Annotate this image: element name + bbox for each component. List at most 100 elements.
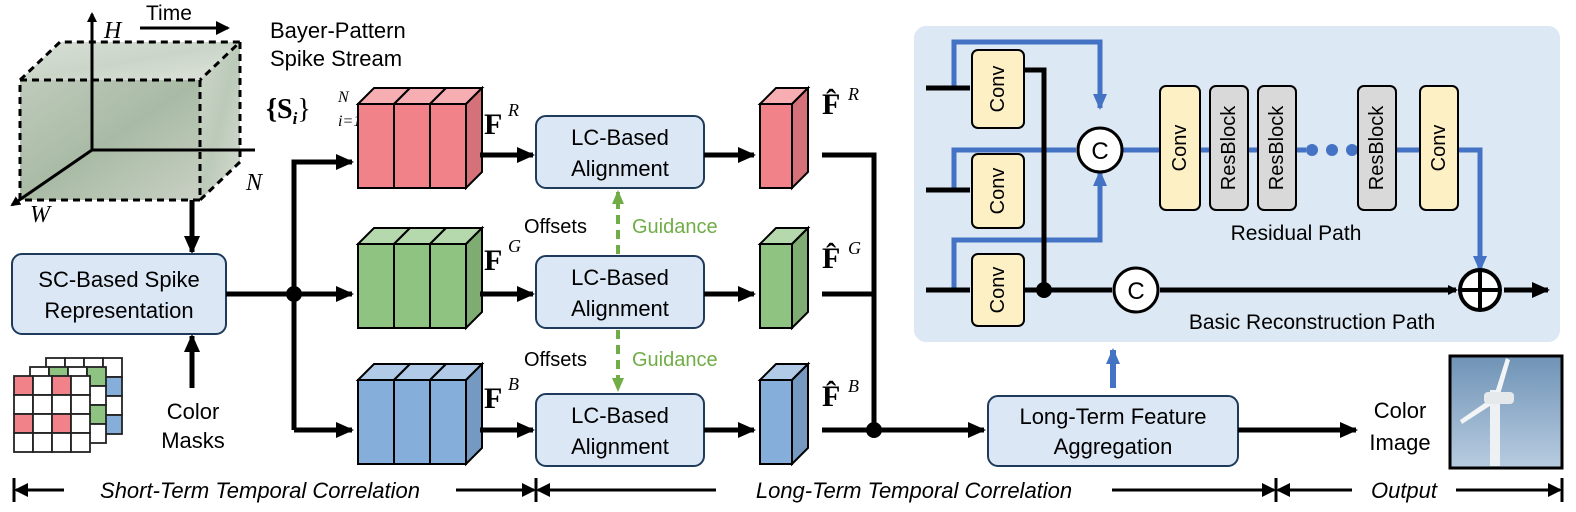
resblock-1-label: ResBlock [1218, 105, 1240, 190]
aligned-b: F̂ [822, 380, 840, 413]
residual-dots [1306, 144, 1358, 156]
resblock-2-label: ResBlock [1266, 105, 1288, 190]
aligned-label-r: F̂ R [822, 84, 859, 121]
sum-node [1458, 268, 1502, 312]
output-line1: Color [1374, 398, 1427, 423]
concat-basic: C [1112, 266, 1160, 314]
aggregation-line2: Aggregation [1054, 434, 1173, 459]
feature-r: F [484, 108, 502, 141]
color-image-thumbnail [1448, 354, 1564, 470]
axis-time-label: Time [146, 2, 192, 25]
alignment-g-line2: Alignment [571, 296, 669, 321]
spike-stream-title-line1: Bayer-Pattern [270, 18, 406, 43]
feature-b: F [484, 382, 502, 415]
svg-text:{Si}: {Si} [266, 94, 311, 128]
feature-block-b [355, 361, 485, 467]
concat-basic-label: C [1127, 278, 1144, 305]
resblock-2: ResBlock [1257, 85, 1297, 211]
formula-sup: N [337, 89, 350, 106]
residual-conv-out-label: Conv [1428, 125, 1450, 172]
input-conv-2-label: Conv [987, 168, 1009, 215]
alignment-r-line1: LC-Based [571, 125, 669, 150]
merge-node [866, 422, 882, 438]
aligned-g: F̂ [822, 242, 840, 275]
feature-block-r [355, 85, 485, 191]
stage-short-term: Short-Term Temporal Correlation [100, 478, 420, 503]
concat-residual: C [1076, 126, 1124, 174]
resblock-1: ResBlock [1209, 85, 1249, 211]
feature-to-alignment-arrows [480, 147, 535, 438]
feature-b-sup: B [508, 374, 519, 394]
input-conv-3: Conv [971, 253, 1025, 327]
aligned-b-sup: B [848, 376, 859, 396]
aligned-label-b: F̂ B [822, 376, 859, 413]
sc-representation-box: SC-Based Spike Representation [11, 253, 227, 335]
input-conv-1: Conv [971, 49, 1025, 129]
alignment-box-g: LC-Based Alignment [535, 255, 705, 329]
formula-sub: i [293, 109, 298, 128]
formula-close: } [297, 94, 310, 125]
stage-output: Output [1371, 478, 1438, 503]
formula-base: {S [266, 94, 293, 125]
aligned-r-sup: R [847, 84, 859, 104]
offsets-label-bottom: Offsets [524, 349, 587, 371]
merge-lines [822, 152, 986, 438]
alignment-box-b: LC-Based Alignment [535, 393, 705, 467]
aggregation-line1: Long-Term Feature [1019, 404, 1206, 429]
aligned-g-sup: G [848, 238, 861, 258]
basic-path-node [1036, 282, 1052, 298]
resblock-n-label: ResBlock [1366, 105, 1388, 190]
input-conv-3-label: Conv [987, 267, 1009, 314]
axis-w-label: W [30, 202, 52, 228]
alignment-r-line2: Alignment [571, 156, 669, 181]
aligned-label-g: F̂ G [822, 238, 861, 275]
input-conv-1-label: Conv [987, 66, 1009, 113]
axis-n-label: N [245, 170, 264, 196]
feature-label-g: F G [484, 236, 521, 277]
spike-stream-axes [10, 12, 255, 207]
formula-lower: i=1 [338, 113, 361, 130]
color-mask-red [13, 375, 91, 453]
residual-conv-in: Conv [1159, 85, 1201, 211]
aligned-block-b [757, 361, 811, 467]
branch-node [286, 286, 302, 302]
spike-stream-formula: {Si} N i=1 [266, 89, 361, 130]
color-masks-line2: Masks [161, 428, 225, 453]
alignment-b-line2: Alignment [571, 434, 669, 459]
color-masks-line1: Color [167, 399, 220, 424]
sc-representation-line2: Representation [44, 298, 193, 323]
residual-flow-paths [951, 39, 1487, 290]
residual-blocks: Conv ResBlock ResBlock ResBlock Conv [1159, 85, 1459, 211]
feature-r-sup: R [507, 100, 519, 120]
sc-representation-line1: SC-Based Spike [38, 267, 199, 292]
spike-stream-title-line2: Spike Stream [270, 46, 402, 71]
feature-block-g [355, 225, 485, 331]
residual-conv-in-label: Conv [1169, 125, 1191, 172]
axis-h-label: H [103, 18, 123, 44]
alignment-g-line1: LC-Based [571, 265, 669, 290]
color-mask-grids [13, 357, 123, 453]
residual-path-label: Residual Path [1231, 222, 1362, 245]
residual-conv-out: Conv [1419, 85, 1459, 211]
aligned-block-g [757, 225, 811, 331]
concat-residual-label: C [1091, 138, 1108, 165]
basic-path-label: Basic Reconstruction Path [1189, 311, 1435, 334]
input-conv-2: Conv [971, 153, 1025, 229]
feature-g: F [484, 244, 502, 277]
aggregation-box: Long-Term Feature Aggregation [987, 395, 1239, 467]
feature-g-sup: G [508, 236, 521, 256]
feature-blocks [355, 85, 811, 467]
aligned-block-r [757, 85, 811, 191]
guidance-label-top: Guidance [632, 216, 718, 238]
resblock-n: ResBlock [1357, 85, 1397, 211]
aligned-r: F̂ [822, 88, 840, 121]
feature-label-r: F R [484, 100, 519, 141]
offsets-label-top: Offsets [524, 216, 587, 238]
alignment-box-r: LC-Based Alignment [535, 115, 705, 189]
feature-label-b: F B [484, 374, 519, 415]
alignment-b-line1: LC-Based [571, 403, 669, 428]
stage-bar [12, 478, 1564, 502]
stage-long-term: Long-Term Temporal Correlation [756, 478, 1072, 503]
